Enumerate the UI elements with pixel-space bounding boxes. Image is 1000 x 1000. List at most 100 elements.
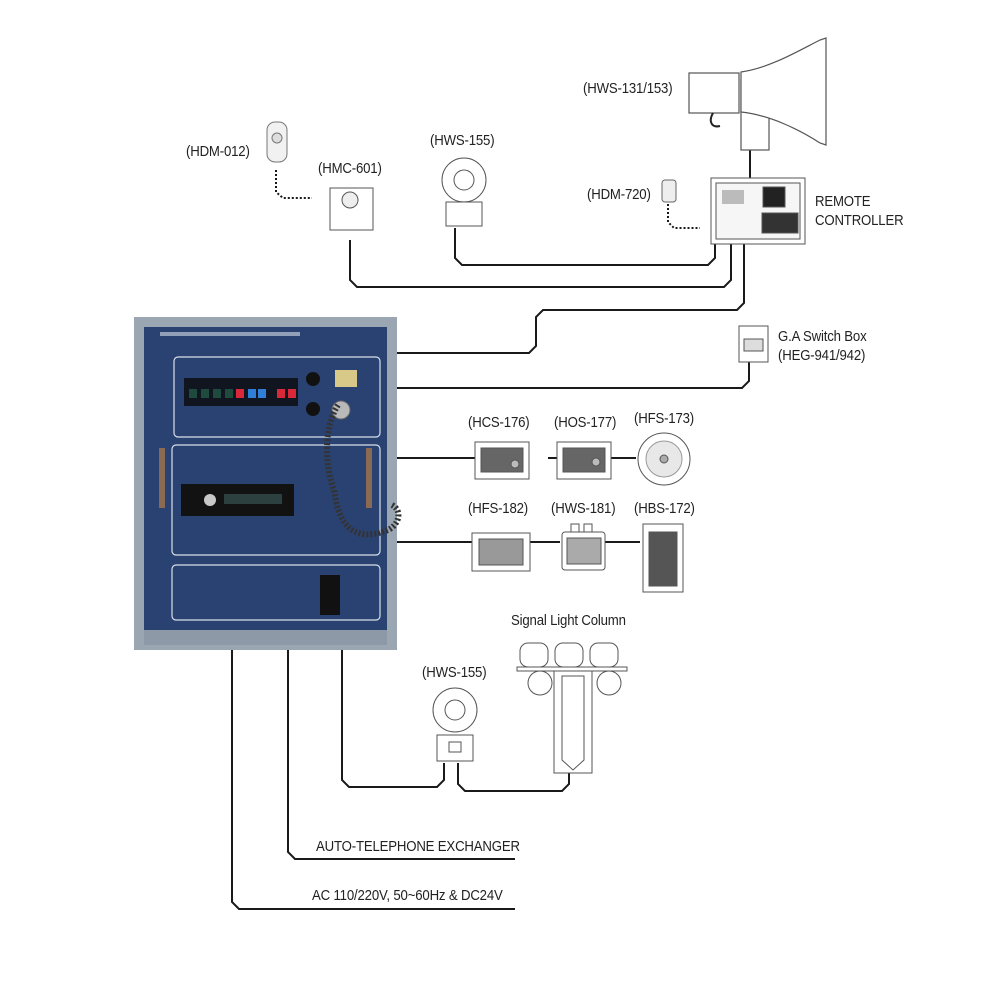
hand-mic-grille bbox=[271, 132, 283, 144]
signal-lamp bbox=[589, 642, 619, 668]
hcs-176-device bbox=[474, 441, 530, 480]
bell-center bbox=[444, 699, 466, 721]
label-hws-131-153: (HWS-131/153) bbox=[583, 80, 673, 97]
hdm-012-device bbox=[266, 121, 288, 163]
volume-knob-icon bbox=[510, 459, 520, 469]
round-speaker-center bbox=[659, 454, 669, 464]
wire-panel-remote bbox=[397, 244, 745, 354]
bell-center bbox=[453, 169, 475, 191]
label-remote-controller-line2: CONTROLLER bbox=[815, 212, 904, 229]
hws-155-bottom-device bbox=[432, 687, 478, 762]
label-hws-155-top: (HWS-155) bbox=[430, 132, 495, 149]
indicator-led bbox=[213, 389, 221, 398]
hbs-172-device bbox=[642, 523, 684, 593]
indicator-led bbox=[225, 389, 233, 398]
cable-gland bbox=[583, 523, 593, 533]
signal-column-housing bbox=[561, 675, 585, 771]
horn-speaker-device bbox=[688, 37, 827, 151]
label-hmc-601: (HMC-601) bbox=[318, 160, 382, 177]
power-switch-block bbox=[320, 575, 340, 615]
label-auto-telephone-exchanger: AUTO-TELEPHONE EXCHANGER bbox=[316, 838, 520, 855]
panel-handle-left bbox=[159, 448, 165, 508]
label-hfs-182: (HFS-182) bbox=[468, 500, 529, 517]
indicator-led bbox=[189, 389, 197, 398]
panel-handle-right bbox=[366, 448, 372, 508]
hdm-720-device bbox=[661, 179, 677, 203]
volume-knob-icon bbox=[591, 457, 601, 467]
main-control-panel bbox=[134, 317, 402, 650]
indicator-led bbox=[288, 389, 296, 398]
ga-switch-box-device bbox=[738, 325, 769, 363]
wire-panel-gaswitch bbox=[397, 362, 750, 389]
indicator-buttons bbox=[189, 389, 296, 398]
speaker-grille bbox=[648, 531, 678, 587]
power-section bbox=[171, 564, 381, 621]
remote-controller-speaker-grille bbox=[722, 190, 744, 204]
wire-hmc-mic bbox=[275, 170, 312, 199]
indicator-led bbox=[236, 389, 244, 398]
hos-177-device bbox=[556, 441, 612, 480]
panel-brand-text bbox=[160, 332, 300, 336]
indicator-led bbox=[277, 389, 285, 398]
signal-light-column-device bbox=[516, 642, 628, 774]
label-hdm-720: (HDM-720) bbox=[587, 186, 651, 203]
label-signal-light-column: Signal Light Column bbox=[511, 612, 626, 629]
radio-display bbox=[224, 494, 282, 504]
control-section bbox=[173, 356, 381, 438]
signal-lamp bbox=[554, 642, 584, 668]
wire-hws155-remote bbox=[454, 228, 716, 266]
horn-driver bbox=[688, 72, 740, 114]
hfs-182-device bbox=[471, 532, 531, 572]
speaker-grille bbox=[478, 538, 524, 566]
signal-lamp bbox=[519, 642, 549, 668]
hws-181-device bbox=[561, 523, 606, 571]
label-hcs-176: (HCS-176) bbox=[468, 414, 530, 431]
label-ga-switch-line1: G.A Switch Box bbox=[778, 328, 867, 345]
label-hws-181: (HWS-181) bbox=[551, 500, 616, 517]
horn-bell bbox=[740, 37, 827, 146]
label-hws-155-bottom: (HWS-155) bbox=[422, 664, 487, 681]
wire-hmc601-remote bbox=[349, 240, 732, 288]
indicator-led bbox=[201, 389, 209, 398]
label-hos-177: (HOS-177) bbox=[554, 414, 617, 431]
hfs-173-device bbox=[637, 432, 691, 486]
remote-mic-body bbox=[661, 179, 677, 203]
cable-gland bbox=[570, 523, 580, 533]
wire-power bbox=[231, 650, 515, 910]
amplifier-section bbox=[171, 444, 381, 556]
volume-knob bbox=[306, 372, 320, 386]
radio-knob bbox=[204, 494, 216, 506]
remote-controller-device bbox=[710, 177, 806, 245]
wire-hws155-signal bbox=[457, 763, 570, 792]
hmc-601-device bbox=[329, 187, 374, 231]
wire-telephone bbox=[287, 650, 515, 860]
wire-panel-hws155 bbox=[341, 650, 445, 788]
label-hdm-012: (HDM-012) bbox=[186, 143, 250, 160]
label-remote-controller-line1: REMOTE bbox=[815, 193, 871, 210]
wire-hdm720 bbox=[667, 196, 700, 229]
speaker-grille bbox=[566, 537, 602, 565]
label-remote-controller: REMOTE CONTROLLER bbox=[815, 192, 904, 230]
indicator-led bbox=[248, 389, 256, 398]
panel-bottom-frame bbox=[144, 630, 387, 645]
label-ga-switch-box: G.A Switch Box (HEG-941/942) bbox=[778, 327, 867, 365]
bell-junction-label bbox=[448, 741, 462, 753]
indicator-led bbox=[258, 389, 266, 398]
mic-connector-socket bbox=[341, 191, 359, 209]
label-power-supply: AC 110/220V, 50~60Hz & DC24V bbox=[312, 887, 503, 904]
bell-junction-box bbox=[445, 201, 483, 227]
signal-beacon bbox=[527, 670, 553, 696]
label-hbs-172: (HBS-172) bbox=[634, 500, 695, 517]
horn-cable bbox=[709, 112, 721, 128]
vu-meter bbox=[335, 370, 357, 387]
remote-controller-display bbox=[762, 186, 786, 208]
label-ga-switch-line2: (HEG-941/942) bbox=[778, 347, 866, 364]
remote-controller-keypad bbox=[761, 212, 799, 234]
wiring bbox=[231, 150, 751, 910]
signal-beacon bbox=[596, 670, 622, 696]
ga-switch-levers bbox=[743, 338, 764, 352]
signal-bracket bbox=[516, 666, 628, 672]
mic-volume-knob bbox=[306, 402, 320, 416]
coiled-mic-cable bbox=[324, 403, 402, 538]
